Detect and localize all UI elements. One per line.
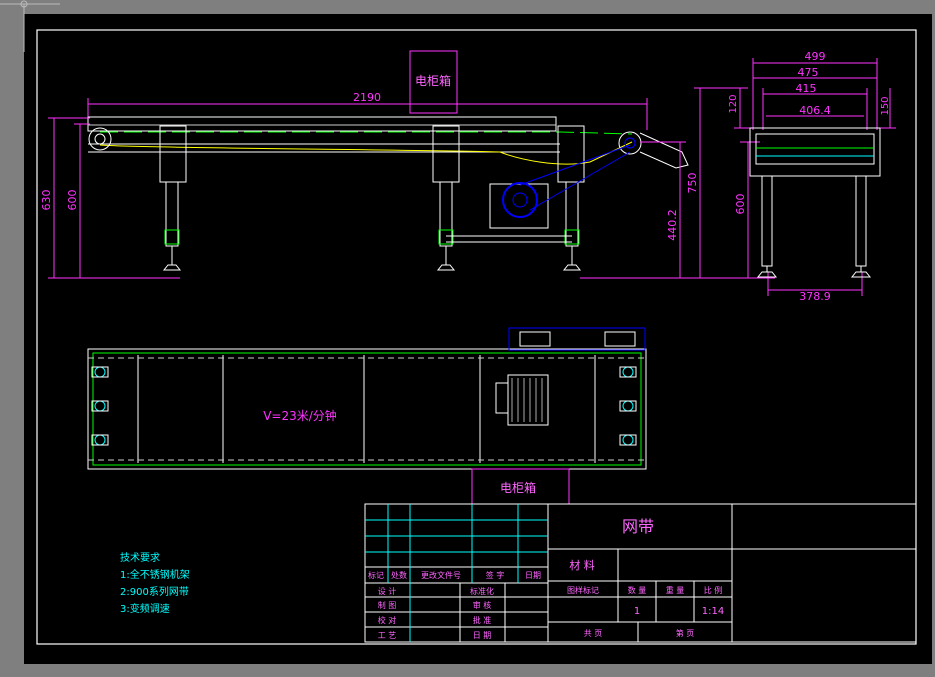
rev-header-sign: 签 字 [486, 570, 505, 580]
plan-drive-housing [508, 327, 646, 351]
notes-line-3: 3:变频调速 [120, 602, 170, 615]
sign-designer: 设 计 [378, 586, 397, 596]
drawing-frame [36, 29, 917, 645]
info-header-drawing-mark: 图样标记 [567, 585, 599, 595]
notes-title: 技术要求 [120, 551, 160, 564]
dim-height-legs: 600 [66, 190, 79, 211]
sheet-number: 第 页 [676, 628, 695, 638]
drawing-sheet [24, 14, 932, 664]
info-header-quantity: 数 量 [628, 585, 647, 595]
dim-end-height-legs: 600 [734, 194, 747, 215]
end-view [705, 58, 896, 296]
side-view [48, 50, 748, 279]
drawing-name: 网带 [622, 517, 654, 536]
rev-header-count: 处数 [391, 570, 407, 580]
dim-leg-span: 378.9 [799, 290, 831, 303]
dim-width-inner: 406.4 [799, 104, 831, 117]
sign-drafter: 制 图 [378, 600, 397, 610]
side-cabinet-label: 电柜箱 [415, 73, 451, 88]
side-motor [502, 182, 538, 218]
sign-checker: 校 对 [378, 615, 397, 625]
rev-header-docno: 更改文件号 [421, 570, 461, 580]
title-block [364, 503, 917, 643]
dim-height-motor: 440.2 [666, 209, 679, 241]
sign-reviewer: 审 核 [473, 600, 492, 610]
ucs-marker [0, 0, 60, 52]
sign-approver: 批 准 [473, 615, 492, 625]
side-cabinet-box [409, 50, 458, 114]
rev-header-mark: 标记 [368, 570, 384, 580]
dim-overall-length: 2190 [353, 91, 381, 104]
notes-line-2: 2:900系列网带 [120, 585, 189, 598]
info-header-weight: 重 量 [666, 585, 685, 595]
sign-date: 日 期 [473, 631, 492, 640]
material-label: 材 料 [569, 558, 595, 572]
dim-height-top-left: 120 [728, 94, 739, 113]
plan-cabinet-label: 电柜箱 [500, 480, 536, 495]
quantity-value: 1 [634, 606, 640, 617]
plan-view [87, 327, 647, 505]
dim-width-3: 415 [796, 82, 817, 95]
notes-line-1: 1:全不锈钢机架 [120, 568, 190, 581]
sign-standardization: 标准化 [470, 586, 494, 596]
sheets-total: 共 页 [584, 629, 603, 638]
rev-header-date: 日期 [525, 571, 541, 580]
dim-height-total: 630 [40, 190, 53, 211]
scale-value: 1:14 [702, 606, 724, 617]
sign-process: 工 艺 [378, 631, 397, 640]
dim-height-top-right: 150 [880, 96, 891, 115]
dim-width-2: 475 [798, 66, 819, 79]
dim-height-right: 750 [686, 173, 699, 194]
dim-width-outer: 499 [805, 50, 826, 63]
speed-label: V=23米/分钟 [263, 408, 337, 423]
info-header-scale: 比 例 [704, 585, 723, 595]
